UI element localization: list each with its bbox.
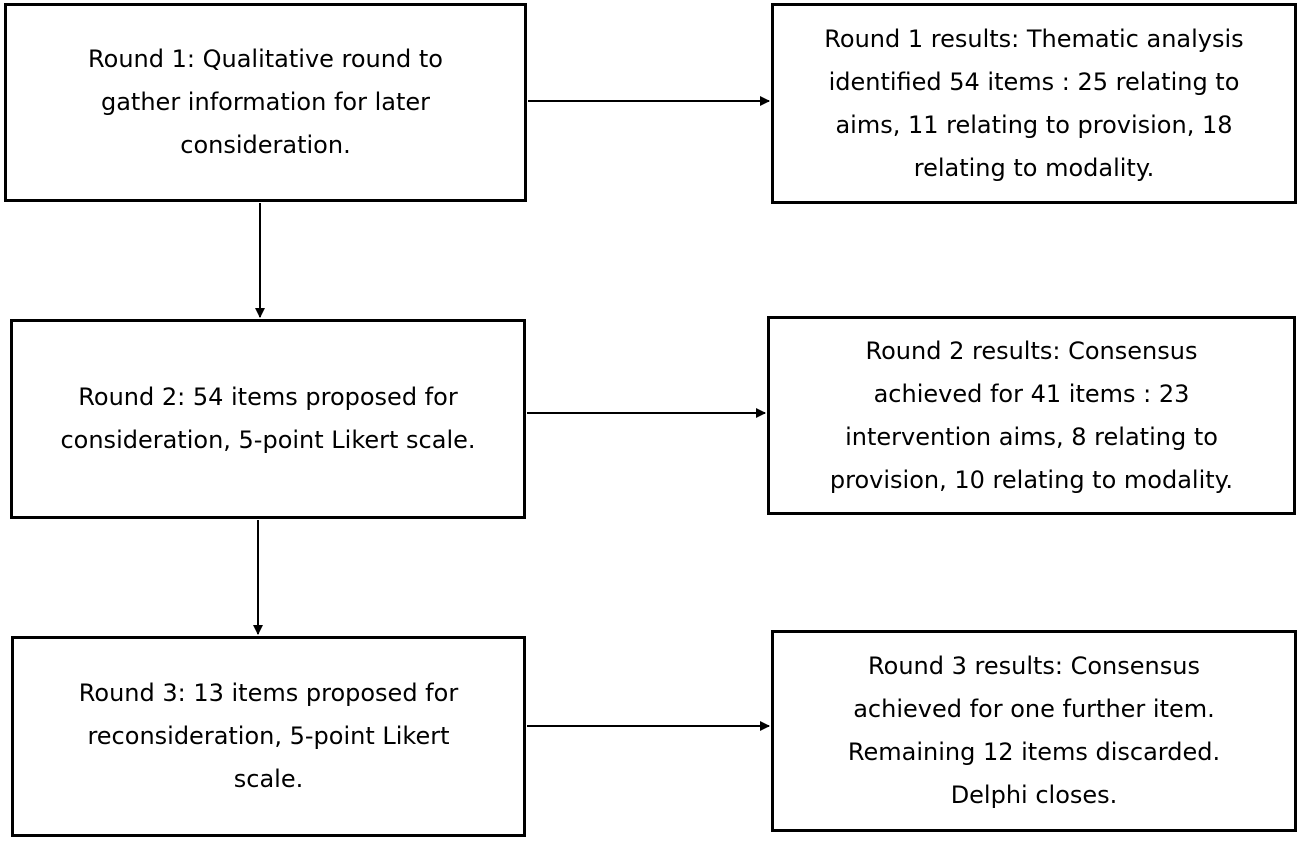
round3-results-box: Round 3 results: Consensus achieved for … <box>771 630 1297 832</box>
round1-text: Round 1: Qualitative round to gather inf… <box>88 45 443 159</box>
round1-box: Round 1: Qualitative round to gather inf… <box>4 3 527 202</box>
round3-text: Round 3: 13 items proposed for reconside… <box>78 679 459 793</box>
round3-results-text: Round 3 results: Consensus achieved for … <box>847 652 1221 809</box>
round2-results-text: Round 2 results: Consensus achieved for … <box>829 336 1234 494</box>
round1-results-text: Round 1 results: Thematic analysis ident… <box>824 24 1244 182</box>
round1-results-box: Round 1 results: Thematic analysis ident… <box>771 3 1297 204</box>
round3-box: Round 3: 13 items proposed for reconside… <box>11 636 526 837</box>
round2-box: Round 2: 54 items proposed for considera… <box>10 319 526 519</box>
round2-text: Round 2: 54 items proposed for considera… <box>60 383 476 454</box>
round2-results-box: Round 2 results: Consensus achieved for … <box>767 316 1296 515</box>
